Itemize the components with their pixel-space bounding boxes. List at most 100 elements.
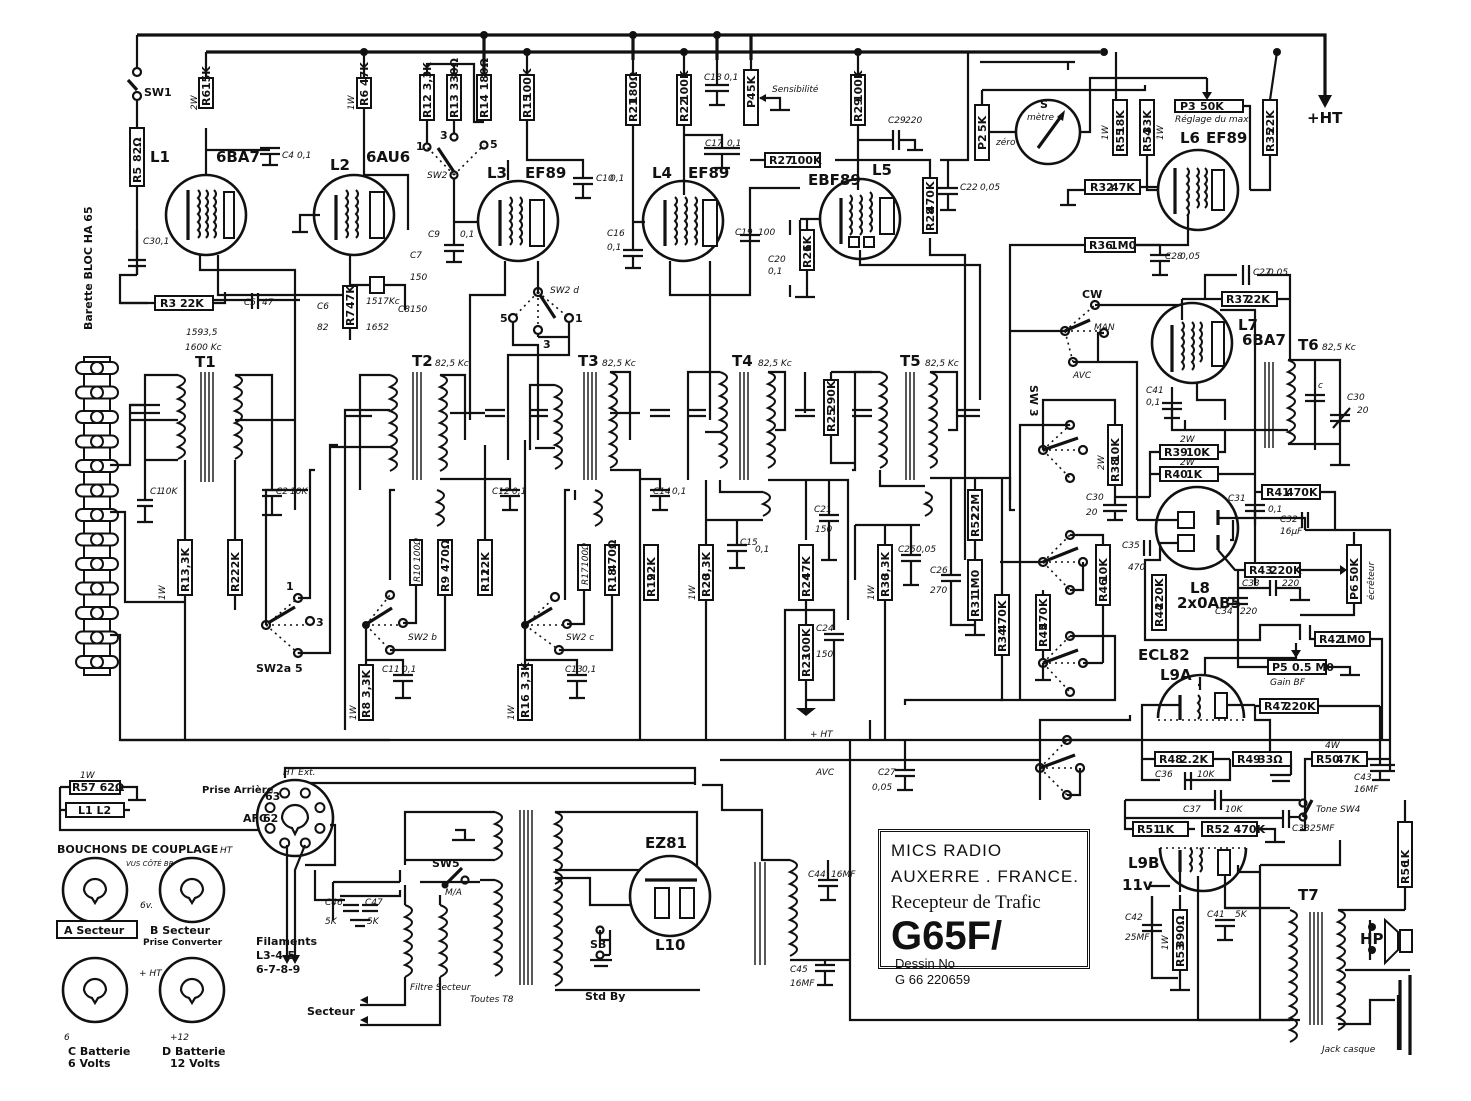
svg-text:AVC[interactable]: AVC — [1072, 371, 1092, 381]
standby-switch-sb[interactable]: SB Std By — [585, 925, 625, 1004]
potentiometer-p6[interactable]: P6 50K écrêteur — [1300, 532, 1377, 617]
sw4-tone-switch[interactable]: Tone SW4 — [1290, 798, 1361, 822]
svg-text:Tone SW4[interactable]: Tone SW4 — [1316, 805, 1361, 815]
svg-text:SW2a 5[interactable]: SW2a 5 — [256, 662, 303, 675]
svg-text:20[interactable]: 20 — [1357, 406, 1369, 416]
svg-text:5K[interactable]: 5K — [976, 115, 989, 132]
svg-text:C27: C27 — [1253, 268, 1271, 278]
sw2d-switch[interactable]: 5 3 1 SW2 d — [500, 286, 583, 460]
svg-text:R14 180Ω: R14 180Ω — [478, 57, 491, 118]
svg-text:470Ω: 470Ω — [439, 539, 452, 572]
svg-text:R52: R52 — [969, 513, 982, 537]
svg-text:CW[interactable]: CW — [1082, 288, 1102, 301]
potentiometer-p2[interactable]: P2 5K zéro — [974, 104, 1016, 161]
svg-text:63[interactable]: 63 — [265, 790, 280, 803]
svg-text:MAN[interactable]: MAN — [1094, 323, 1115, 333]
svg-text:R20: R20 — [700, 573, 713, 597]
svg-text:1[interactable]: 1 — [286, 580, 294, 593]
svg-text:470K: 470K — [1286, 486, 1318, 499]
svg-text:50K[interactable]: 50K — [1348, 558, 1361, 582]
terminal-screw — [90, 581, 104, 596]
terminal-screw — [90, 410, 104, 424]
svg-text:HT Ext.[interactable]: HT Ext. — [283, 768, 316, 778]
svg-text:SB[interactable]: SB — [590, 938, 606, 951]
capacitor-c13: C13 0,1 — [525, 658, 596, 700]
sw2b-switch[interactable]: SW2 b — [362, 585, 447, 665]
sw3d-switch[interactable] — [1000, 630, 1117, 702]
transformer-t6: T6 82,5 Kc — [1264, 336, 1356, 448]
trimmer-c30[interactable]: C26 C30 0,05 20 — [1330, 393, 1369, 429]
sw3c-switch[interactable] — [1000, 529, 1105, 596]
svg-text:R35: R35 — [1264, 128, 1277, 152]
tube-l5-type: EBF89 — [808, 171, 861, 189]
svg-text:5[interactable]: 5 — [500, 312, 508, 325]
sw1-switch[interactable]: SW1 — [126, 35, 172, 102]
svg-text:R43: R43 — [1249, 564, 1273, 577]
svg-text:1[interactable]: 1 — [416, 140, 424, 153]
svg-text:P3[interactable]: P3 — [1180, 100, 1196, 113]
svg-text:C24: C24 — [816, 624, 834, 634]
svg-text:SW5[interactable]: SW5 — [432, 857, 460, 870]
tube-l5-ref: L5 — [872, 161, 892, 179]
svg-text:P2[interactable]: P2 — [976, 134, 989, 150]
svg-text:33K: 33K — [1141, 110, 1154, 134]
rear-socket[interactable]: Prise Arrière 63 AFC 62 HT Ext. — [202, 768, 335, 858]
capacitor-c35: C33 220 — [1238, 579, 1310, 602]
svg-text:1[interactable]: 1 — [575, 312, 583, 325]
sw3e-switch[interactable] — [1034, 715, 1140, 801]
capacitor-c43: C43 16MF — [1354, 759, 1395, 795]
capacitor-c19: C19 100 — [735, 228, 775, 243]
s-meter: S mètre — [1014, 98, 1082, 166]
svg-text:M/A[interactable]: M/A — [445, 888, 462, 898]
tube-l7: L7 6BA7 — [1150, 301, 1286, 385]
sw2a-switch[interactable]: 1 3 SW2a 5 — [256, 443, 338, 675]
sw3-switch[interactable]: CW MAN AVC — [1010, 288, 1185, 520]
svg-text:50K[interactable]: 50K — [1200, 100, 1224, 113]
jack-label[interactable]: Jack casque — [1320, 1045, 1376, 1055]
svg-text:C12: C12 — [492, 487, 510, 497]
resistor-r43: R43 220K — [1244, 562, 1347, 578]
power-switch-sw5[interactable]: SW5 M/A — [432, 857, 470, 898]
resistor-r16: R18 470Ω — [604, 539, 620, 596]
svg-text:C30[interactable]: C30 — [1347, 393, 1365, 403]
svg-text:zéro[interactable]: zéro — [995, 137, 1016, 148]
title-block: MICS RADIO AUXERRE . FRANCE. Recepteur d… — [878, 829, 1090, 987]
svg-text:R49: R49 — [1237, 753, 1261, 766]
svg-text:3[interactable]: 3 — [543, 338, 551, 351]
headphone-jack[interactable]: Jack casque — [1320, 975, 1412, 1055]
sw3b-switch[interactable] — [1018, 398, 1117, 700]
svg-text:écrêteur[interactable]: écrêteur — [1366, 561, 1377, 600]
svg-text:P6[interactable]: P6 — [1348, 584, 1361, 600]
svg-text:100K: 100K — [521, 68, 534, 100]
svg-text:5K[interactable]: 5K — [745, 75, 758, 92]
sensibilite-label[interactable]: Sensibilité — [772, 84, 819, 95]
svg-text:3[interactable]: 3 — [440, 129, 448, 142]
svg-text:C7: C7 — [410, 251, 422, 261]
svg-text:SW2 b[interactable]: SW2 b — [408, 633, 437, 643]
sw2-switch[interactable]: 1 3 5 SW2 — [416, 129, 498, 222]
svg-text:100K: 100K — [800, 628, 813, 660]
standby-label[interactable]: Std By — [585, 990, 625, 1003]
potentiometer-p5[interactable]: P5 0.5 M0 Gain BF — [1203, 610, 1360, 700]
svg-text:0.5 M0[interactable]: 0.5 M0 — [1292, 661, 1334, 674]
svg-text:SW2[interactable]: SW2 — [427, 171, 448, 181]
svg-text:AFC[interactable]: AFC — [243, 812, 267, 825]
sw2c-switch[interactable]: SW2 c — [521, 440, 614, 665]
svg-text:R13 330Ω: R13 330Ω — [448, 57, 461, 118]
potentiometer-p3[interactable]: P3 50K Réglage du maxi — [1174, 78, 1252, 190]
svg-text:P5[interactable]: P5 — [1272, 661, 1288, 674]
svg-text:6-7-8-9: 6-7-8-9 — [256, 963, 300, 976]
potentiometer-p4[interactable]: P4 5K Sensibilité — [743, 60, 819, 126]
svg-text:Gain BF[interactable]: Gain BF — [1270, 678, 1306, 688]
svg-text:3[interactable]: 3 — [316, 616, 324, 629]
svg-text:5[interactable]: 5 — [490, 138, 498, 151]
prise-label[interactable]: Prise Arrière — [202, 784, 274, 796]
svg-text:0,05: 0,05 — [916, 545, 936, 555]
svg-text:Réglage du maxi[interactable]: Réglage du maxi — [1175, 114, 1252, 125]
svg-text:SW2 c[interactable]: SW2 c — [566, 633, 594, 643]
svg-text:P4[interactable]: P4 — [745, 92, 758, 108]
svg-text:SW2 d[interactable]: SW2 d — [550, 286, 579, 296]
svg-text:C14: C14 — [653, 487, 671, 497]
svg-text:390Ω: 390Ω — [1174, 915, 1187, 948]
svg-text:62[interactable]: 62 — [263, 812, 278, 825]
